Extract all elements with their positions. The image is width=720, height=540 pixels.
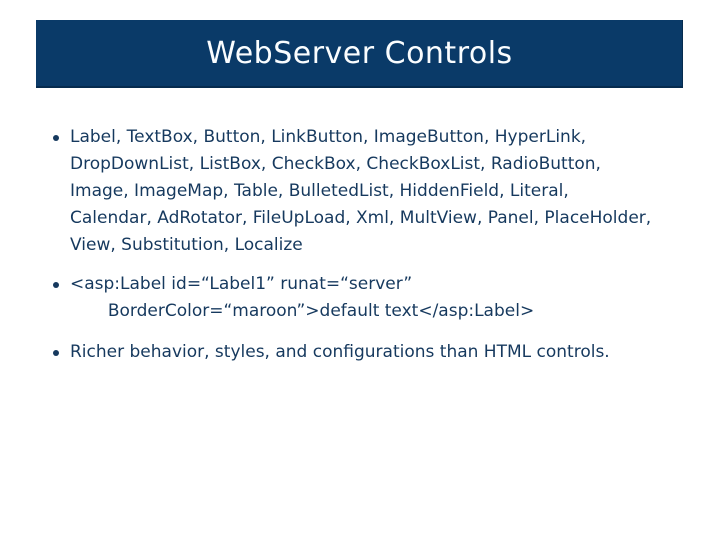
slide-title: WebServer Controls xyxy=(206,36,513,71)
bullet-list: Label, TextBox, Button, LinkButton, Imag… xyxy=(52,124,712,366)
title-bar: WebServer Controls xyxy=(36,20,683,88)
bullet-text-richer-behavior: Richer behavior, styles, and configurati… xyxy=(70,342,610,362)
bullet-icon xyxy=(52,271,70,298)
bullet-icon xyxy=(52,339,70,366)
bullet-item-asp-label-example: <asp:Label id=“Label1” runat=“server” Bo… xyxy=(52,271,712,325)
bullet-item-richer-behavior: Richer behavior, styles, and configurati… xyxy=(52,339,712,366)
bullet-icon xyxy=(52,124,70,151)
bullet-item-controls-list: Label, TextBox, Button, LinkButton, Imag… xyxy=(52,124,712,259)
bullet-text-controls-list: Label, TextBox, Button, LinkButton, Imag… xyxy=(70,127,652,255)
bullet-text-asp-label-example: <asp:Label id=“Label1” runat=“server” Bo… xyxy=(70,274,535,321)
